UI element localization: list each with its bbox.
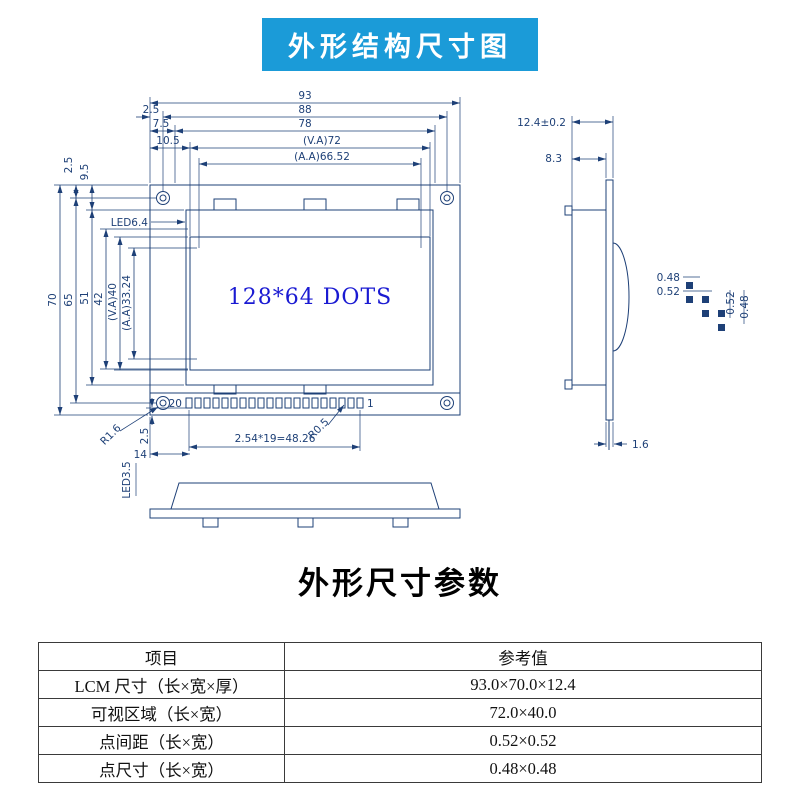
dim-aa66-52: (A.A)66.52 [294,151,350,163]
table-row: 点尺寸（长×宽） 0.48×0.48 [38,754,762,783]
front-view: 128*64 DOTS [149,184,461,416]
dim-7-5: 7.5 [153,118,170,130]
dim-dot-pitch: 0.52 [657,286,680,298]
dim-pin-pitch: 2.54*19=48.26 [235,433,316,445]
dot-pitch-detail [683,276,745,331]
pin-row [185,397,364,409]
spec-table: 项目 参考值 LCM 尺寸（长×宽×厚） 93.0×70.0×12.4 可视区域… [38,642,762,783]
dim-2-5-left: 2.5 [63,157,75,174]
dim-led6-4: LED6.4 [111,217,149,229]
row-value: 93.0×70.0×12.4 [284,670,762,699]
dim-1-6: 1.6 [632,439,649,451]
dim-dot-width: 0.48 [657,272,680,284]
extension-lines [54,97,614,496]
dimension-labels: 93 2.5 88 7.5 78 10.5 (V.A)72 (A.A)66.52… [47,90,751,499]
dim-r0-5: R0.5 [306,416,331,441]
row-value: 0.48×0.48 [284,754,762,783]
banner-title: 外形结构尺寸图 [262,18,538,71]
dim-12-4: 12.4±0.2 [517,117,566,129]
pin-number-20: 20 [169,398,182,410]
row-item: LCM 尺寸（长×宽×厚） [38,670,285,699]
section-title: 外形尺寸参数 [298,566,502,601]
table-row: 可视区域（长×宽） 72.0×40.0 [38,698,762,727]
dim-r1-6: R1.6 [98,422,124,448]
row-item: 可视区域（长×宽） [38,698,285,727]
dim-51: 51 [79,291,91,304]
table-row: LCM 尺寸（长×宽×厚） 93.0×70.0×12.4 [38,670,762,699]
dim-va40: (V.A)40 [107,283,119,321]
header-item: 项目 [38,642,285,671]
dim-93: 93 [298,90,311,102]
row-item: 点间距（长×宽） [38,726,285,755]
dim-10-5: 10.5 [156,135,179,147]
side-view [564,179,630,450]
table-row: 点间距（长×宽） 0.52×0.52 [38,726,762,755]
dim-aa33-24: (A.A)33.24 [121,275,133,331]
dim-88: 88 [298,104,311,116]
table-header-row: 项目 参考值 [38,642,762,671]
dim-42: 42 [93,292,105,305]
dim-2-5-top: 2.5 [143,104,160,116]
row-value: 0.52×0.52 [284,726,762,755]
dim-14: 14 [134,449,148,461]
dim-8-3: 8.3 [545,153,562,165]
dim-dot-height: 0.48 [739,295,751,318]
lcd-display-text: 128*64 DOTS [228,285,392,310]
dim-70: 70 [47,293,59,306]
dim-dot-pitch-v: 0.52 [725,291,737,314]
row-item: 点尺寸（长×宽） [38,754,285,783]
dim-78: 78 [298,118,311,130]
dim-9-5: 9.5 [79,164,91,181]
dim-led3-5: LED3.5 [121,461,133,498]
dim-va72: (V.A)72 [303,135,341,147]
dimension-lines [57,100,627,457]
dimension-drawing: 128*64 DOTS [47,90,751,528]
row-value: 72.0×40.0 [284,698,762,727]
bottom-view [149,482,461,528]
dim-65: 65 [63,293,75,306]
pin-number-1: 1 [367,398,374,410]
dim-2-5-bottom: 2.5 [139,428,151,445]
header-value: 参考值 [284,642,762,671]
